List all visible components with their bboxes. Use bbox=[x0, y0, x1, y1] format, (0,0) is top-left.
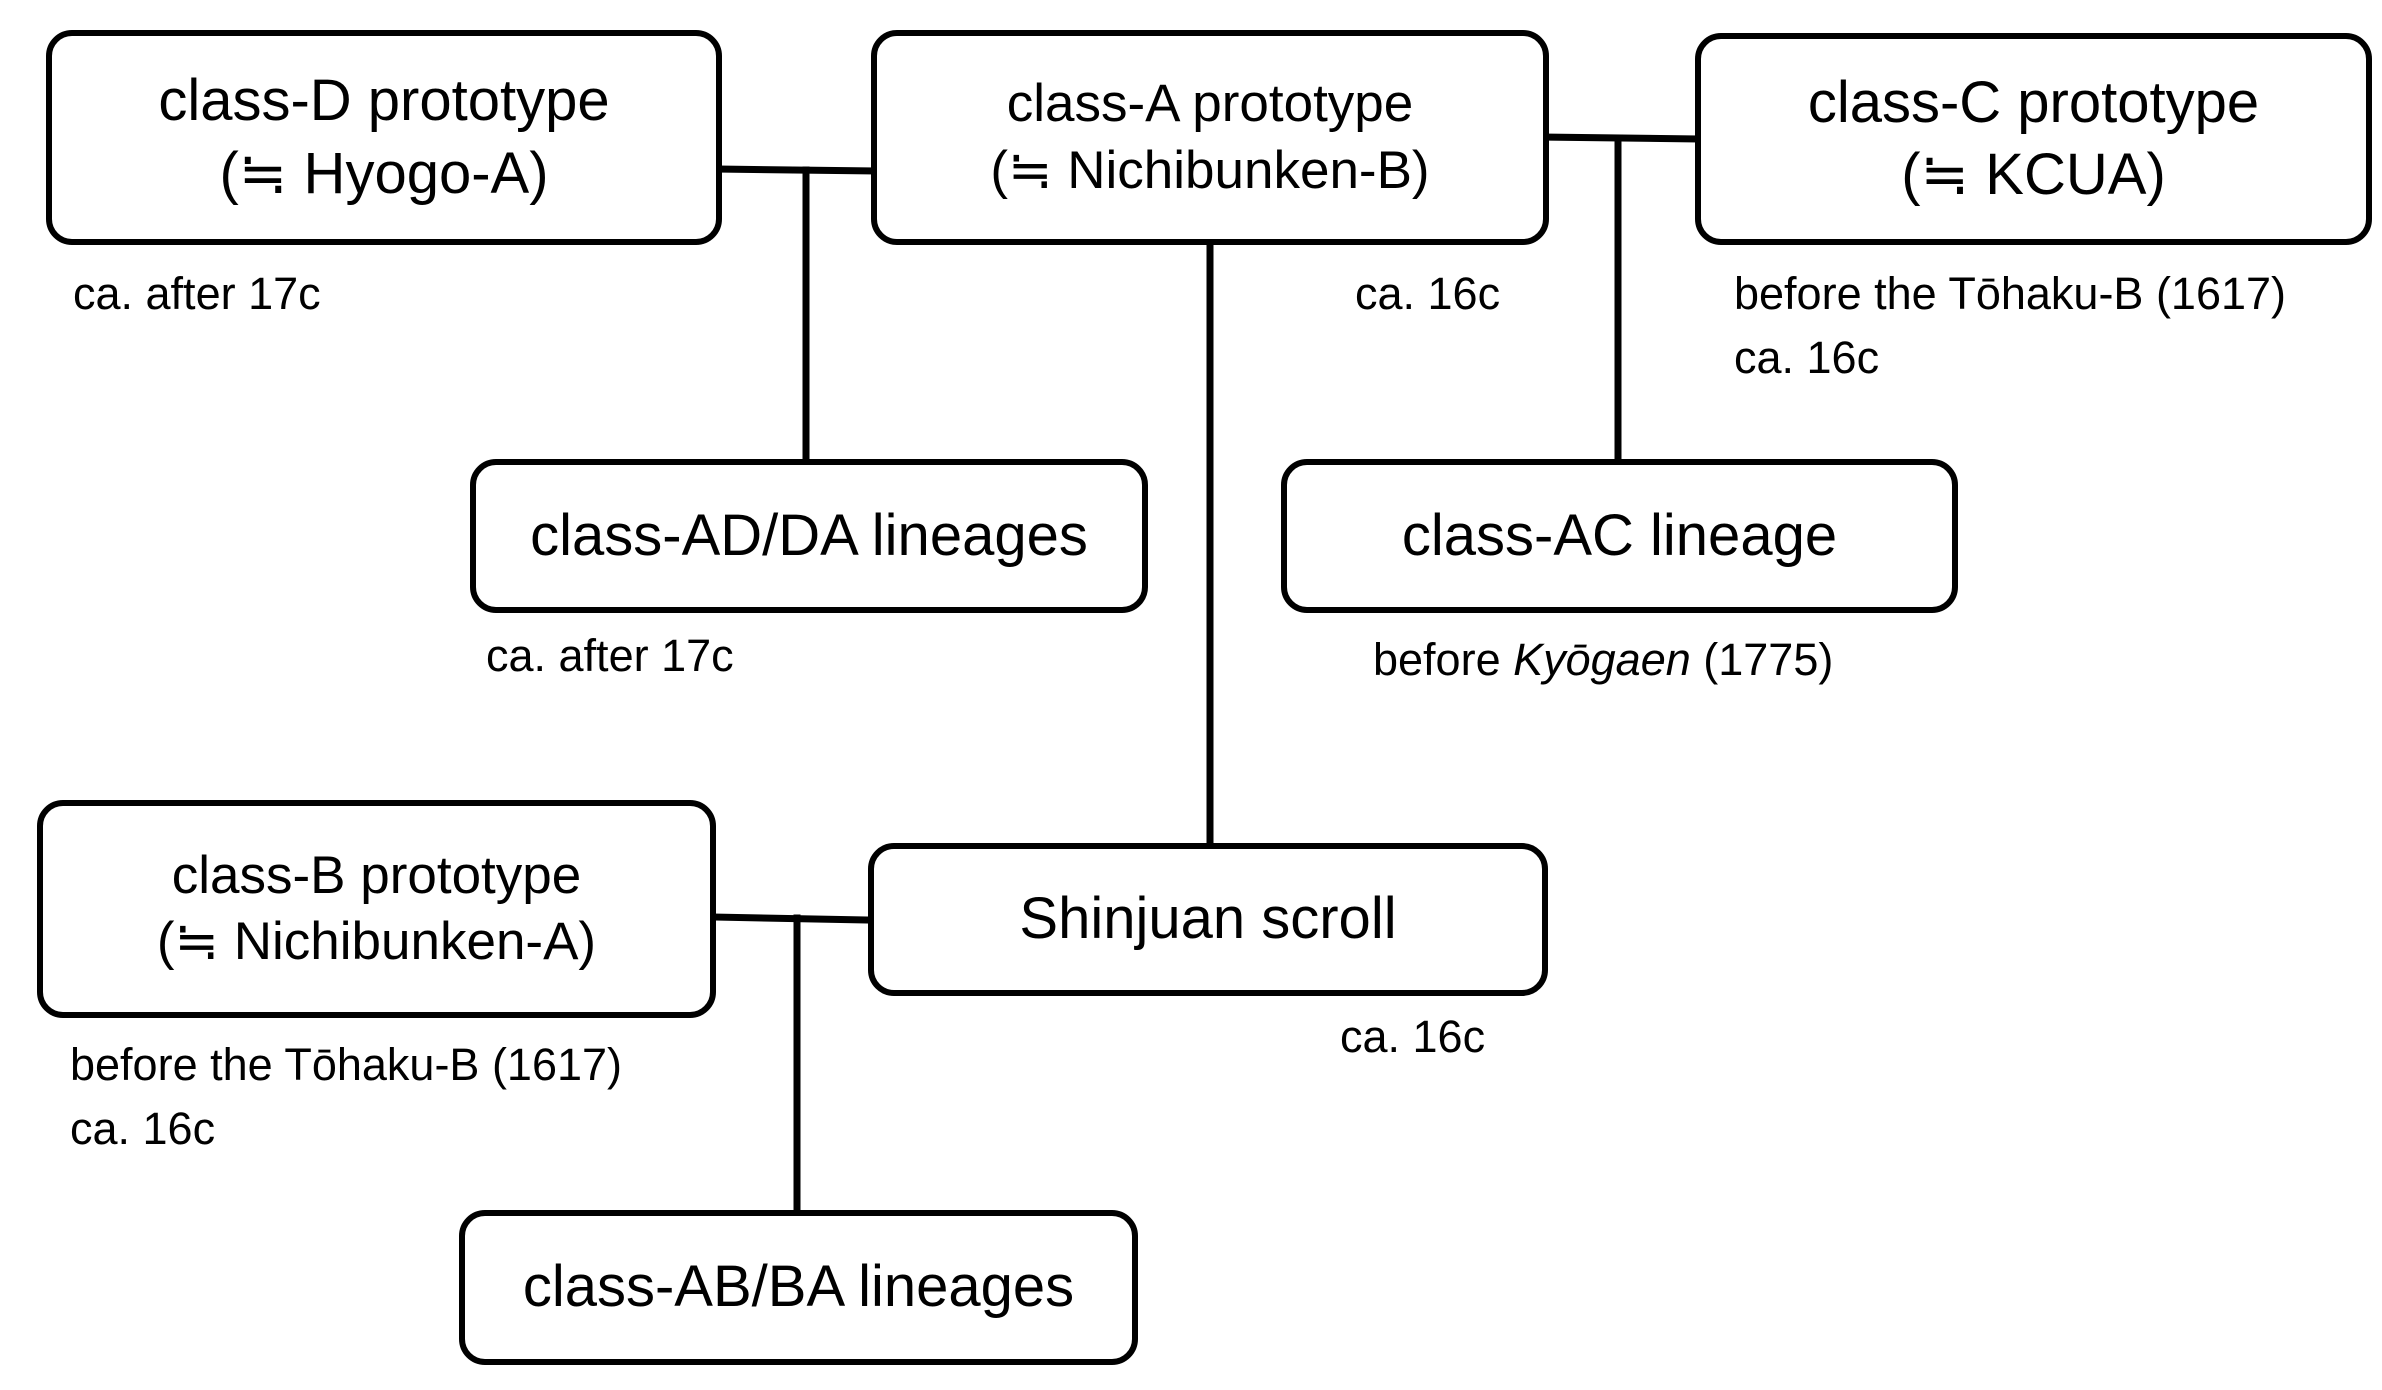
node-class-b-prototype: class-B prototype (≒ Nichibunken-A) bbox=[37, 800, 716, 1018]
note-class-c-line1: before the Tōhaku-B (1617) bbox=[1734, 268, 2287, 319]
note-class-a-date: ca. 16c bbox=[1355, 262, 1500, 326]
node-class-c-prototype: class-C prototype (≒ KCUA) bbox=[1695, 33, 2372, 245]
node-shinjuan-scroll: Shinjuan scroll bbox=[868, 843, 1548, 996]
node-class-a-title: class-A prototype bbox=[1006, 74, 1414, 134]
note-class-ad-date: ca. after 17c bbox=[486, 624, 734, 688]
note-class-ac-prefix: before bbox=[1373, 634, 1514, 685]
note-class-b-line2: ca. 16c bbox=[70, 1103, 216, 1154]
node-class-ab-label: class-AB/BA lineages bbox=[522, 1254, 1075, 1320]
note-shinjuan-date: ca. 16c bbox=[1340, 1005, 1485, 1069]
node-class-b-subtitle: (≒ Nichibunken-A) bbox=[156, 912, 597, 971]
node-class-c-subtitle: (≒ KCUA) bbox=[1901, 142, 2166, 207]
note-class-ac-title: Kyōgaen bbox=[1513, 634, 1691, 685]
connector-b-shinjuan bbox=[708, 913, 874, 924]
node-class-d-prototype: class-D prototype (≒ Hyogo-A) bbox=[46, 30, 722, 245]
node-class-a-prototype: class-A prototype (≒ Nichibunken-B) bbox=[871, 30, 1549, 245]
node-class-ab-ba-lineages: class-AB/BA lineages bbox=[459, 1210, 1138, 1365]
connector-d-a bbox=[714, 165, 878, 175]
note-class-c-date: before the Tōhaku-B (1617) ca. 16c bbox=[1734, 262, 2286, 390]
note-class-b-line1: before the Tōhaku-B (1617) bbox=[70, 1039, 623, 1090]
note-class-c-line2: ca. 16c bbox=[1734, 332, 1880, 383]
note-class-ac-suffix: (1775) bbox=[1690, 634, 1834, 685]
node-shinjuan-label: Shinjuan scroll bbox=[1019, 886, 1397, 952]
node-class-d-title: class-D prototype bbox=[158, 68, 610, 133]
node-class-ad-da-lineages: class-AD/DA lineages bbox=[470, 459, 1148, 613]
node-class-d-subtitle: (≒ Hyogo-A) bbox=[219, 140, 549, 206]
node-class-a-subtitle: (≒ Nichibunken-B) bbox=[990, 140, 1430, 200]
note-class-b-date: before the Tōhaku-B (1617) ca. 16c bbox=[70, 1033, 622, 1161]
note-class-a-text: ca. 16c bbox=[1355, 268, 1501, 319]
node-class-ac-label: class-AC lineage bbox=[1401, 502, 1838, 568]
note-shinjuan-text: ca. 16c bbox=[1340, 1011, 1486, 1062]
note-class-ad-text: ca. after 17c bbox=[486, 630, 734, 681]
node-class-ac-lineage: class-AC lineage bbox=[1281, 459, 1958, 613]
node-class-b-title: class-B prototype bbox=[171, 845, 582, 905]
node-class-c-title: class-C prototype bbox=[1807, 69, 2260, 135]
node-class-ad-label: class-AD/DA lineages bbox=[530, 502, 1088, 568]
note-class-d-text: ca. after 17c bbox=[73, 268, 321, 319]
note-class-ac-text: before Kyōgaen (1775) bbox=[1373, 628, 1833, 692]
note-class-ac-date: before Kyōgaen (1775) bbox=[1373, 628, 1833, 692]
note-class-d-date: ca. after 17c bbox=[73, 262, 321, 326]
